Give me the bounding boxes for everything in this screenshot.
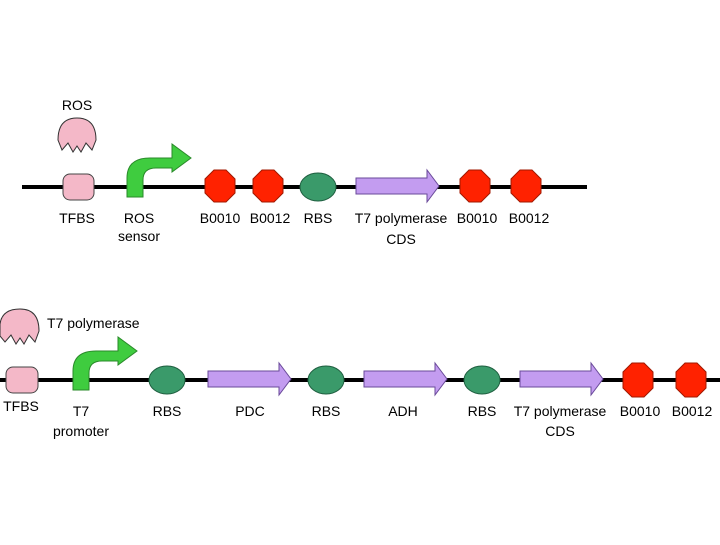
rbs-part-2 xyxy=(148,365,186,395)
tfbs-part-1 xyxy=(62,173,95,201)
terminator-b0010-1 xyxy=(204,169,236,203)
promoter-label-1-line2: sensor xyxy=(117,228,161,244)
tfbs-label-2: TFBS xyxy=(3,398,39,414)
term-label-b0010-3: B0010 xyxy=(619,403,661,419)
terminator-b0010-2 xyxy=(459,169,491,203)
term-label-b0012-1: B0012 xyxy=(249,210,291,226)
cds-label-adh: ADH xyxy=(388,403,418,419)
cds-adh xyxy=(363,361,448,397)
promoter-label-1-line1: ROS xyxy=(123,210,155,226)
rbs-part-1 xyxy=(299,172,337,202)
tfbs-part-2 xyxy=(5,366,39,394)
rbs-label-3: RBS xyxy=(311,403,341,419)
rbs-label-2: RBS xyxy=(152,403,182,419)
term-label-b0010-2: B0010 xyxy=(456,210,498,226)
cds-label-2-line2: CDS xyxy=(545,423,575,439)
rbs-label-1: RBS xyxy=(303,210,333,226)
cds-label-1-line1: T7 polymerase xyxy=(354,210,448,226)
tfbs-label-1: TFBS xyxy=(59,210,95,226)
term-label-b0010-1: B0010 xyxy=(199,210,241,226)
ros-protein-icon xyxy=(57,117,97,153)
promoter-label-2-line2: promoter xyxy=(52,423,110,439)
rbs-part-4 xyxy=(463,365,501,395)
t7-polymerase-protein-label: T7 polymerase xyxy=(47,315,140,331)
promoter-arrow-1 xyxy=(126,143,192,198)
terminator-b0010-3 xyxy=(622,362,654,398)
cds-label-2-line1: T7 polymerase xyxy=(513,403,607,419)
promoter-arrow-2 xyxy=(72,336,138,391)
t7-polymerase-protein-icon xyxy=(0,308,40,345)
promoter-label-2-line1: T7 xyxy=(72,403,90,419)
cds-t7-polymerase-1 xyxy=(355,168,440,204)
cds-label-1-line2: CDS xyxy=(386,231,416,247)
term-label-b0012-2: B0012 xyxy=(508,210,550,226)
term-label-b0012-3: B0012 xyxy=(671,403,713,419)
terminator-b0012-2 xyxy=(510,169,542,203)
cds-pdc xyxy=(207,361,292,397)
cds-label-pdc: PDC xyxy=(235,403,265,419)
cds-t7-polymerase-2 xyxy=(519,361,604,397)
ros-protein-label: ROS xyxy=(61,97,93,113)
rbs-label-4: RBS xyxy=(467,403,497,419)
rbs-part-3 xyxy=(307,365,345,395)
terminator-b0012-3 xyxy=(675,362,707,398)
terminator-b0012-1 xyxy=(252,169,284,203)
